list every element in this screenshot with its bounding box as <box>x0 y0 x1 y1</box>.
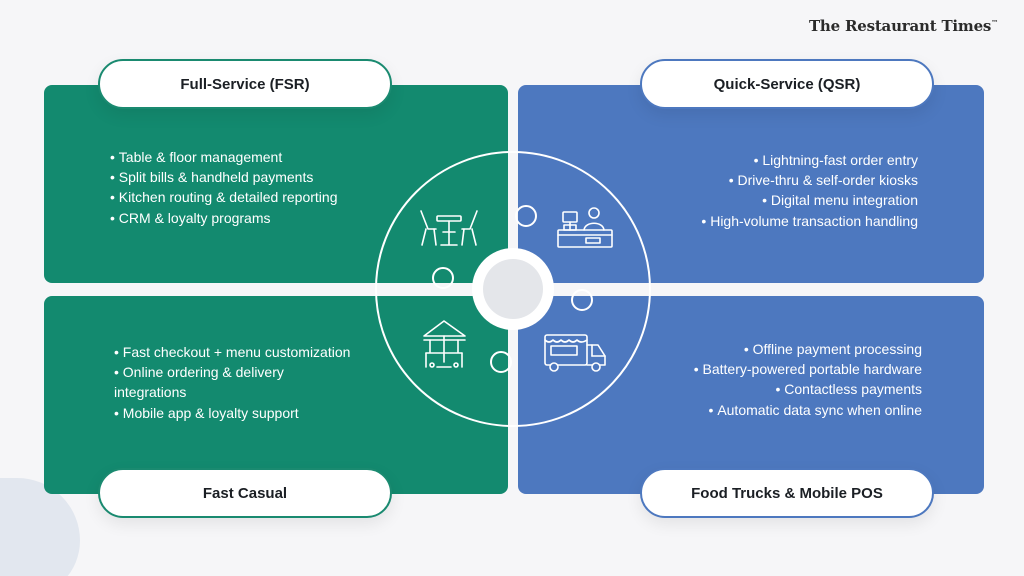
food-truck-feature-list: Offline payment processing Battery-power… <box>682 339 922 420</box>
list-item: Kitchen routing & detailed reporting <box>110 187 350 207</box>
label-fast-casual: Fast Casual <box>98 468 392 518</box>
list-item: Lightning-fast order entry <box>684 150 918 170</box>
list-item: Digital menu integration <box>684 190 918 210</box>
list-item: Fast checkout + menu customization <box>114 342 354 362</box>
label-full-service: Full-Service (FSR) <box>98 59 392 109</box>
list-item: Mobile app & loyalty support <box>114 403 354 423</box>
list-item: Table & floor management <box>110 147 350 167</box>
fast-casual-feature-list: Fast checkout + menu customization Onlin… <box>114 342 354 423</box>
list-item: Contactless payments <box>682 379 922 399</box>
list-item: CRM & loyalty programs <box>110 208 350 228</box>
fsr-feature-list: Table & floor management Split bills & h… <box>110 147 350 228</box>
qsr-feature-list: Lightning-fast order entry Drive-thru & … <box>684 150 918 231</box>
list-item: Drive-thru & self-order kiosks <box>684 170 919 190</box>
list-item: Battery-powered portable hardware <box>682 359 922 379</box>
list-item: Offline payment processing <box>682 339 922 359</box>
list-item: Online ordering & delivery integrations <box>114 362 354 402</box>
list-item: Split bills & handheld payments <box>110 167 350 187</box>
list-item: High-volume transaction handling <box>684 211 918 231</box>
list-item: Automatic data sync when online <box>682 400 922 420</box>
brand-logo: The Restaurant Times™ <box>808 17 998 35</box>
label-quick-service: Quick-Service (QSR) <box>640 59 934 109</box>
label-food-trucks: Food Trucks & Mobile POS <box>640 468 934 518</box>
